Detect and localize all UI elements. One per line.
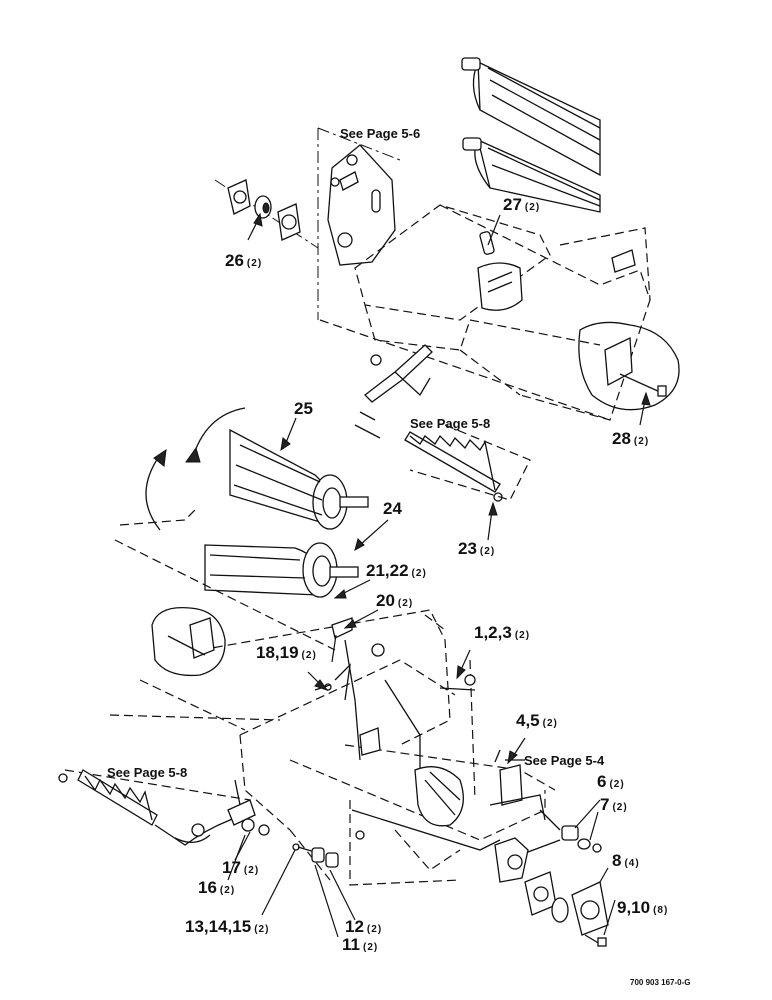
callout-11: 11(2) bbox=[342, 935, 378, 954]
callout-27: 27(2) bbox=[503, 195, 540, 214]
callout-20: 20(2) bbox=[376, 591, 413, 610]
callout-25: 25 bbox=[294, 399, 313, 418]
note-see-page-5-4: See Page 5-4 bbox=[524, 753, 605, 768]
callout-1-2-3: 1,2,3(2) bbox=[474, 623, 530, 642]
callout-12: 12(2) bbox=[345, 917, 382, 936]
callout-16: 16(2) bbox=[198, 878, 235, 897]
callout-26: 26(2) bbox=[225, 251, 262, 270]
callout-18-19: 18,19(2) bbox=[256, 643, 317, 662]
lower-right-bearing bbox=[489, 794, 609, 947]
bearing-26 bbox=[214, 179, 319, 249]
upper-frame bbox=[319, 204, 651, 421]
callout-leaders bbox=[227, 212, 651, 938]
lower-left-spring bbox=[58, 769, 270, 846]
document-number: 700 903 167-0-G bbox=[630, 978, 691, 987]
callout-8: 8(4) bbox=[612, 851, 640, 870]
callout-9-10: 9,10(8) bbox=[617, 898, 668, 917]
callout-28: 28(2) bbox=[612, 429, 649, 448]
callout-24: 24 bbox=[383, 499, 402, 518]
bolt-detail-bubble bbox=[151, 606, 226, 677]
upper-linkage-spring bbox=[354, 344, 531, 502]
callout-13-14-15: 13,14,15(2) bbox=[185, 917, 269, 936]
callout-21-22: 21,22(2) bbox=[366, 561, 427, 580]
callout-6: 6(2) bbox=[597, 772, 625, 791]
lower-mechanism bbox=[314, 617, 525, 851]
lower-frame-outline bbox=[64, 509, 556, 886]
callout-23: 23(2) bbox=[458, 539, 495, 558]
pins-11-15 bbox=[292, 843, 339, 868]
note-see-page-5-8-upper: See Page 5-8 bbox=[410, 416, 490, 431]
note-see-page-5-6: See Page 5-6 bbox=[340, 126, 420, 141]
upper-side-plate bbox=[317, 127, 401, 320]
bolt-28-detail bbox=[578, 321, 680, 411]
callout-4-5: 4,5(2) bbox=[516, 711, 558, 730]
main-rollers bbox=[145, 407, 369, 598]
upper-rollers bbox=[461, 57, 601, 213]
note-see-page-5-8-lower: See Page 5-8 bbox=[107, 765, 187, 780]
callout-17: 17(2) bbox=[222, 858, 259, 877]
callout-7: 7(2) bbox=[600, 795, 628, 814]
